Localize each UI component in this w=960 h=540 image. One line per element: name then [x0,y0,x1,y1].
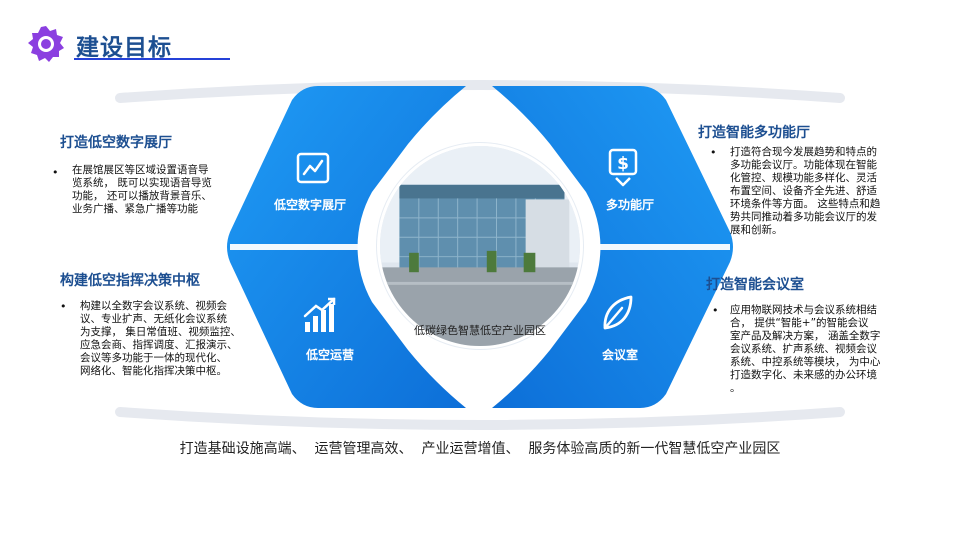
leaf-icon [603,295,633,330]
text-line: 为支撑， 集日常值班、视频监控、 [80,326,241,338]
text-line: 合， 提供“智能+”的智能会议 [730,317,869,329]
bar-chart-icon [303,297,336,332]
text-line: 多功能会议厅。功能体现在智能 [730,159,877,171]
text-line: 在展馆展区等区域设置语音导 [72,164,209,176]
text-line: 会议系统、扩声系统、视频会议 [730,343,877,355]
shape-label-multi-hall: 多功能厅 [606,198,655,212]
text-line: 打造数字化、未来感的办公环境 [730,369,877,381]
bullet-dot: • [710,146,717,159]
section-text-multi-hall: 打造符合现今发展趋势和特点的 多功能会议厅。功能体现在智能 化管控、规模功能多样… [730,146,910,237]
text-line: 功能， 还可以播放背景音乐、 [72,190,212,202]
svg-text:$: $ [617,154,629,174]
left-hexagon-panel [227,86,466,408]
text-line: 布置空间、设备齐全先进、舒适 [730,185,877,197]
shape-label-digital-hall: 低空数字展厅 [274,198,347,212]
text-line: 系统、中控系统等模块， 为中心 [730,356,881,368]
shape-label-operations: 低空运营 [306,348,355,362]
text-line: 应用物联网技术与会议系统相结 [730,304,877,316]
text-line: 构建以全数字会议系统、视频会 [80,300,227,312]
section-title-command-center: 构建低空指挥决策中枢 [60,273,200,289]
right-hexagon-panel [492,86,733,408]
dollar-download-icon: $ [608,148,638,187]
bullet-dot: • [52,166,59,179]
park-building-photo [377,143,583,349]
text-line: 展和创新。 [730,224,783,236]
bullet-dot: • [60,300,67,313]
text-line: 势共同推动着多功能会议厅的发 [730,211,877,223]
text-line: 化管控、规模功能多样化、灵活 [730,172,877,184]
text-line: 打造符合现今发展趋势和特点的 [730,146,877,158]
footer-summary: 打造基础设施高端、 运营管理高效、 产业运营增值、 服务体验高质的新一代智慧低空… [179,441,781,457]
title-underline [74,58,230,60]
text-line: 网络化、智能化指挥决策中枢。 [80,365,227,377]
section-text-meeting-room: 应用物联网技术与会议系统相结 合， 提供“智能+”的智能会议 室产品及解决方案，… [730,304,910,395]
section-text-command-center: 构建以全数字会议系统、视频会 议、专业扩声、无纸化会议系统 为支撑， 集日常值班… [80,300,260,378]
text-line: 议、专业扩声、无纸化会议系统 [80,313,227,325]
photo-caption: 低碳绿色智慧低空产业园区 [414,324,546,337]
bullet-dot: • [712,304,719,317]
text-line: 室产品及解决方案， 涵盖全数字 [730,330,881,342]
shape-label-meeting-room: 会议室 [602,348,639,362]
text-line: 应急会商、指挥调度、汇报演示、 [80,339,238,351]
text-line: 。 [730,382,741,394]
section-title-digital-hall: 打造低空数字展厅 [60,135,172,151]
section-text-digital-hall: 在展馆展区等区域设置语音导 览系统， 既可以实现语音导览 功能， 还可以播放背景… [72,164,242,216]
section-title-multi-hall: 打造智能多功能厅 [698,125,810,141]
gear-logo-icon [28,26,64,62]
text-line: 会议等多功能于一体的现代化、 [80,352,227,364]
line-chart-icon [296,152,330,184]
text-line: 览系统， 既可以实现语音导览 [72,177,212,189]
section-title-meeting-room: 打造智能会议室 [706,277,804,293]
text-line: 环境条件等方面。 这些特点和趋 [730,198,881,210]
page-title: 建设目标 [76,35,172,61]
text-line: 业务广播、紧急广播等功能 [72,203,198,215]
